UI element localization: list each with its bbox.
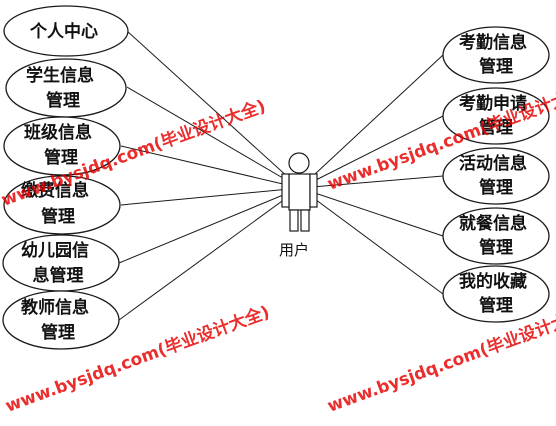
connector-kindergarten-info <box>118 187 301 264</box>
actor-body <box>288 173 311 211</box>
connector-class-info <box>120 145 301 189</box>
use-case-kindergarten-info: 幼儿园信 息管理 <box>2 234 120 292</box>
use-case-label: 缴费信息 管理 <box>21 180 95 227</box>
actor-left-arm <box>281 173 290 208</box>
use-case-label: 班级信息 管理 <box>24 122 98 168</box>
connector-student-info <box>126 86 301 189</box>
actor-left-leg <box>289 209 299 232</box>
connector-favorites <box>299 187 444 295</box>
actor-user: 用户 <box>279 152 318 259</box>
right-use-cases: 考勤信息 管理 考勤申请 管理 活动信息 管理 就餐信息 管理 <box>442 26 550 323</box>
use-case-label: 考勤信息 管理 <box>458 32 533 77</box>
actor-head <box>288 152 310 174</box>
actor-right-arm <box>309 173 318 208</box>
use-case-attendance-info: 考勤信息 管理 <box>442 26 550 84</box>
use-case-label: 个人中心 <box>29 21 98 42</box>
use-case-label: 考勤申请 管理 <box>458 93 533 138</box>
use-case-attendance-request: 考勤申请 管理 <box>442 87 550 145</box>
use-case-fee-info: 缴费信息 管理 <box>3 175 121 235</box>
connector-personal-center <box>126 30 301 189</box>
use-case-label: 学生信息 管理 <box>26 65 100 111</box>
connector-activity-info <box>299 175 444 189</box>
use-case-label: 就餐信息 管理 <box>459 213 533 258</box>
use-case-label: 我的收藏 管理 <box>459 271 533 316</box>
use-case-favorites: 我的收藏 管理 <box>442 265 550 323</box>
actor-label: 用户 <box>279 241 309 259</box>
use-case-dining-info: 就餐信息 管理 <box>442 207 550 265</box>
use-case-label: 教师信息 管理 <box>20 297 95 343</box>
connector-dining-info <box>299 187 444 237</box>
connector-attendance-request <box>299 115 444 189</box>
left-use-cases: 个人中心 学生信息 管理 班级信息 管理 缴费信息 管理 <box>2 5 129 350</box>
use-case-label: 活动信息 管理 <box>459 153 533 198</box>
use-case-label: 幼儿园信 息管理 <box>21 240 95 286</box>
use-case-class-info: 班级信息 管理 <box>3 116 121 176</box>
connector-fee-info <box>120 187 301 206</box>
use-case-teacher-info: 教师信息 管理 <box>2 290 120 350</box>
connector-attendance-info <box>299 54 444 189</box>
use-case-personal-center: 个人中心 <box>3 5 129 57</box>
actor-right-leg <box>300 209 310 232</box>
use-case-activity-info: 活动信息 管理 <box>442 147 550 205</box>
use-case-student-info: 学生信息 管理 <box>5 58 127 118</box>
connectors <box>118 30 444 321</box>
connector-teacher-info <box>118 187 301 321</box>
